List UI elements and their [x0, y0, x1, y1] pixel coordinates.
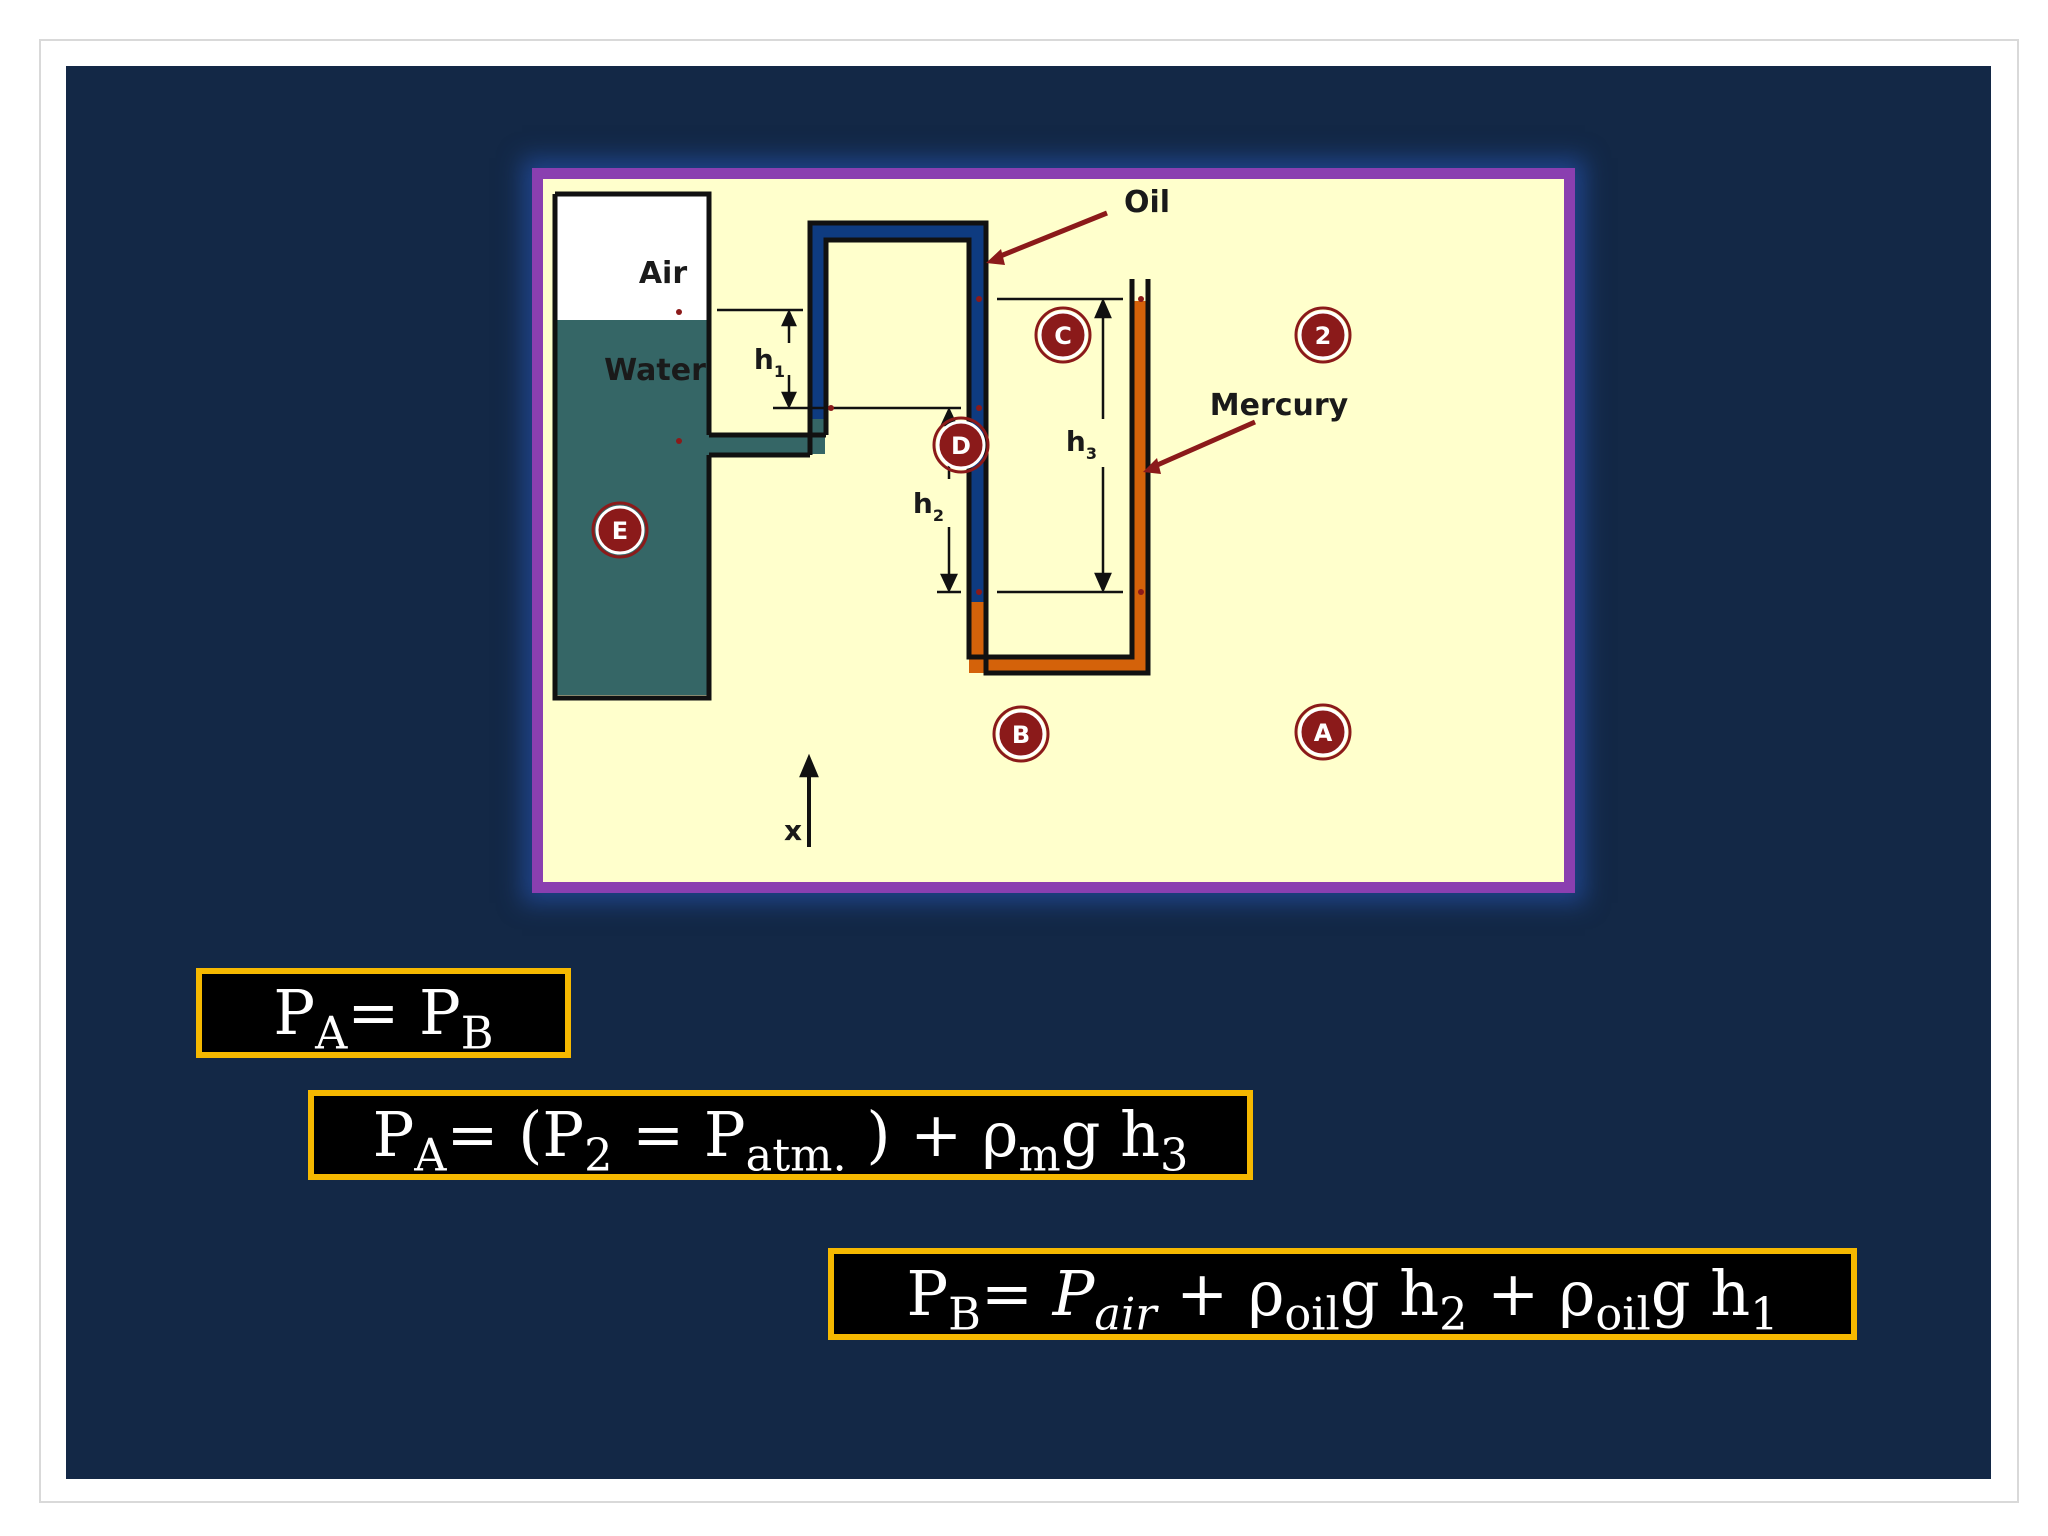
pipe-outlines [552, 191, 1151, 701]
point-dots [676, 296, 1144, 595]
manometer-svg: Air Water Oil Mercury x h1 h2 h3 C D E B [543, 179, 1564, 882]
oil-tube-top [810, 224, 986, 240]
water-pipe-horizontal [707, 436, 824, 454]
equation-pb-oil: PB= Pair + ρoilg h2 + ρoilg h1 [828, 1248, 1857, 1340]
water-region [555, 320, 709, 695]
equation-pa-mercury: PA= (P2 = Patm. ) + ρmg h3 [308, 1090, 1253, 1180]
svg-text:A: A [1314, 719, 1333, 747]
svg-text:C: C [1054, 322, 1072, 350]
point-2-marker: 2 [1294, 306, 1352, 364]
svg-text:E: E [612, 517, 628, 545]
mercury-label: Mercury [1210, 388, 1349, 423]
equation-text: PB= Pair + ρoilg h2 + ρoilg h1 [906, 1257, 1779, 1341]
h1-label: h1 [754, 343, 785, 381]
svg-text:2: 2 [1315, 322, 1332, 350]
svg-text:D: D [951, 432, 971, 460]
h2-label: h2 [913, 487, 944, 525]
point-e-marker: E [591, 501, 649, 559]
mercury-arrow [1153, 419, 1257, 469]
equation-text: PA= (P2 = Patm. ) + ρmg h3 [372, 1098, 1189, 1182]
svg-text:B: B [1012, 721, 1030, 749]
manometer-diagram: Air Water Oil Mercury x h1 h2 h3 C D E B [532, 168, 1575, 893]
mercury-arrow-head [1143, 458, 1161, 474]
dimension-arrows [781, 297, 1112, 847]
point-c-marker: C [1034, 306, 1092, 364]
air-label: Air [639, 256, 688, 291]
mercury-right-leg [1132, 301, 1148, 673]
oil-arrow-head [986, 249, 1005, 265]
oil-tube-right [969, 224, 986, 602]
point-b-marker: B [992, 705, 1050, 763]
water-label: Water [604, 353, 706, 388]
point-d-marker: D [932, 416, 990, 474]
equation-text: PA= PB [273, 976, 494, 1060]
point-a-marker: A [1294, 703, 1352, 761]
reference-lines [717, 297, 1123, 594]
h3-label: h3 [1066, 425, 1097, 463]
oil-arrow [997, 210, 1108, 260]
oil-label: Oil [1124, 185, 1170, 220]
air-region [555, 194, 709, 320]
x-axis-label: x [784, 814, 802, 847]
equation-pa-equals-pb: PA= PB [196, 968, 571, 1058]
oil-tube-left [810, 224, 826, 419]
